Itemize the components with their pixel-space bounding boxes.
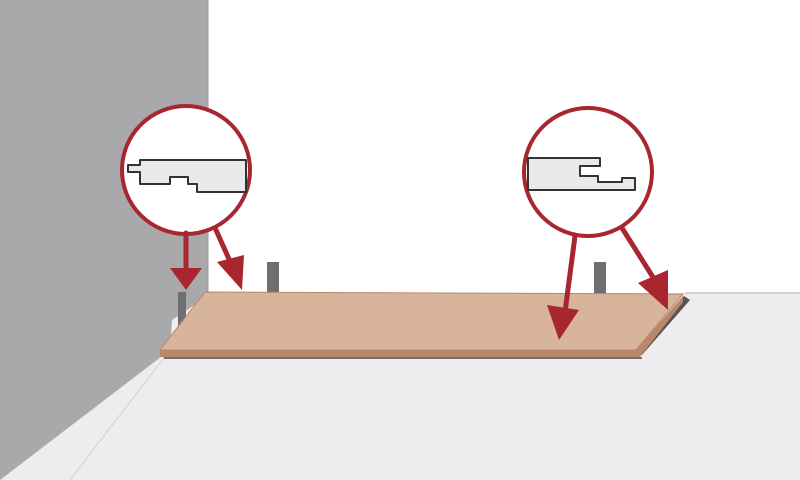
spacer-back-left <box>267 262 279 294</box>
plank-front-edge <box>160 296 683 357</box>
left-profile-callout <box>120 104 252 236</box>
down-arrow-icon <box>547 305 579 340</box>
down-arrow-icon <box>217 255 244 290</box>
groove-profile-icon <box>527 157 636 191</box>
wall-floor-corner-line <box>69 349 171 480</box>
right-callout-circle <box>522 106 654 238</box>
right-profile-callout <box>522 106 654 238</box>
down-arrow-icon <box>619 225 659 285</box>
tongue-profile-icon <box>127 159 247 193</box>
down-arrow-icon <box>170 268 202 290</box>
spacer-back-right <box>594 262 606 294</box>
arrows <box>170 225 668 340</box>
plank-top <box>158 291 685 351</box>
spacer-left-wall <box>178 292 186 328</box>
down-arrow-icon <box>638 270 668 310</box>
down-arrow-icon <box>562 233 578 315</box>
